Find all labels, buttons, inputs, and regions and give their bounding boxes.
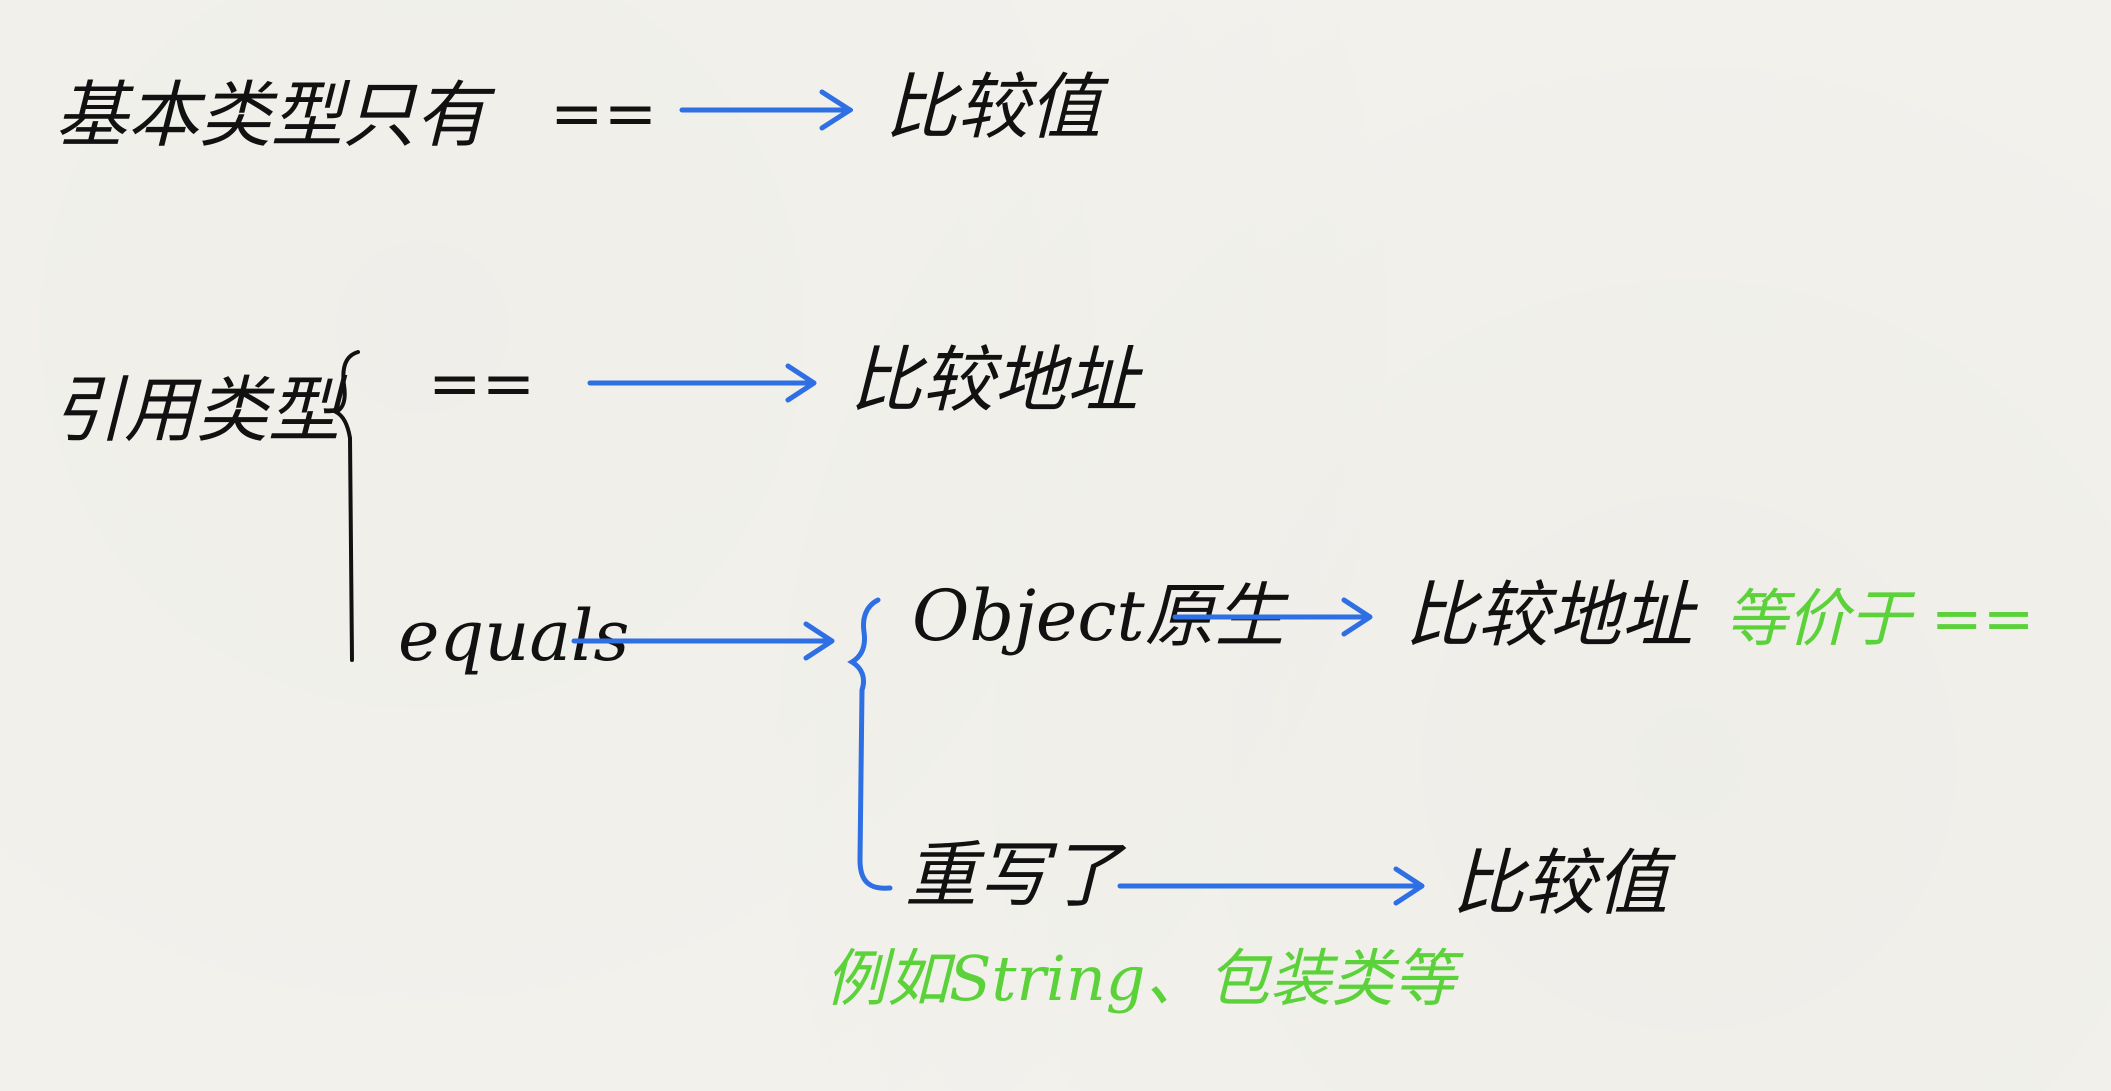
reference-operator-eq: ==	[428, 347, 535, 421]
arrowhead-sub-original	[1341, 597, 1373, 637]
arrowhead-reference-eq	[785, 363, 817, 403]
arrowhead-primitive	[819, 89, 853, 131]
equals-sub-overridden-note: 例如String、包装类等	[825, 942, 1464, 1015]
primitive-type-label: 基本类型只有	[55, 73, 496, 157]
primitive-result: 比较值	[885, 65, 1110, 149]
arrowhead-reference-equals	[803, 621, 835, 661]
equals-sub-overridden-result: 比较值	[1452, 841, 1677, 925]
equals-brace	[847, 597, 893, 891]
reference-brace	[331, 350, 360, 662]
equals-sub-original-result: 比较地址	[1405, 573, 1699, 657]
arrowhead-sub-overridden	[1393, 866, 1425, 906]
equals-sub-overridden-label: 重写了	[905, 833, 1127, 917]
reference-eq-result: 比较地址	[850, 338, 1144, 422]
reference-operator-equals: equals	[398, 595, 629, 677]
equals-sub-original-note: 等价于 ==	[1725, 582, 2035, 655]
primitive-operator: ==	[550, 77, 657, 151]
reference-type-label: 引用类型	[52, 368, 348, 452]
